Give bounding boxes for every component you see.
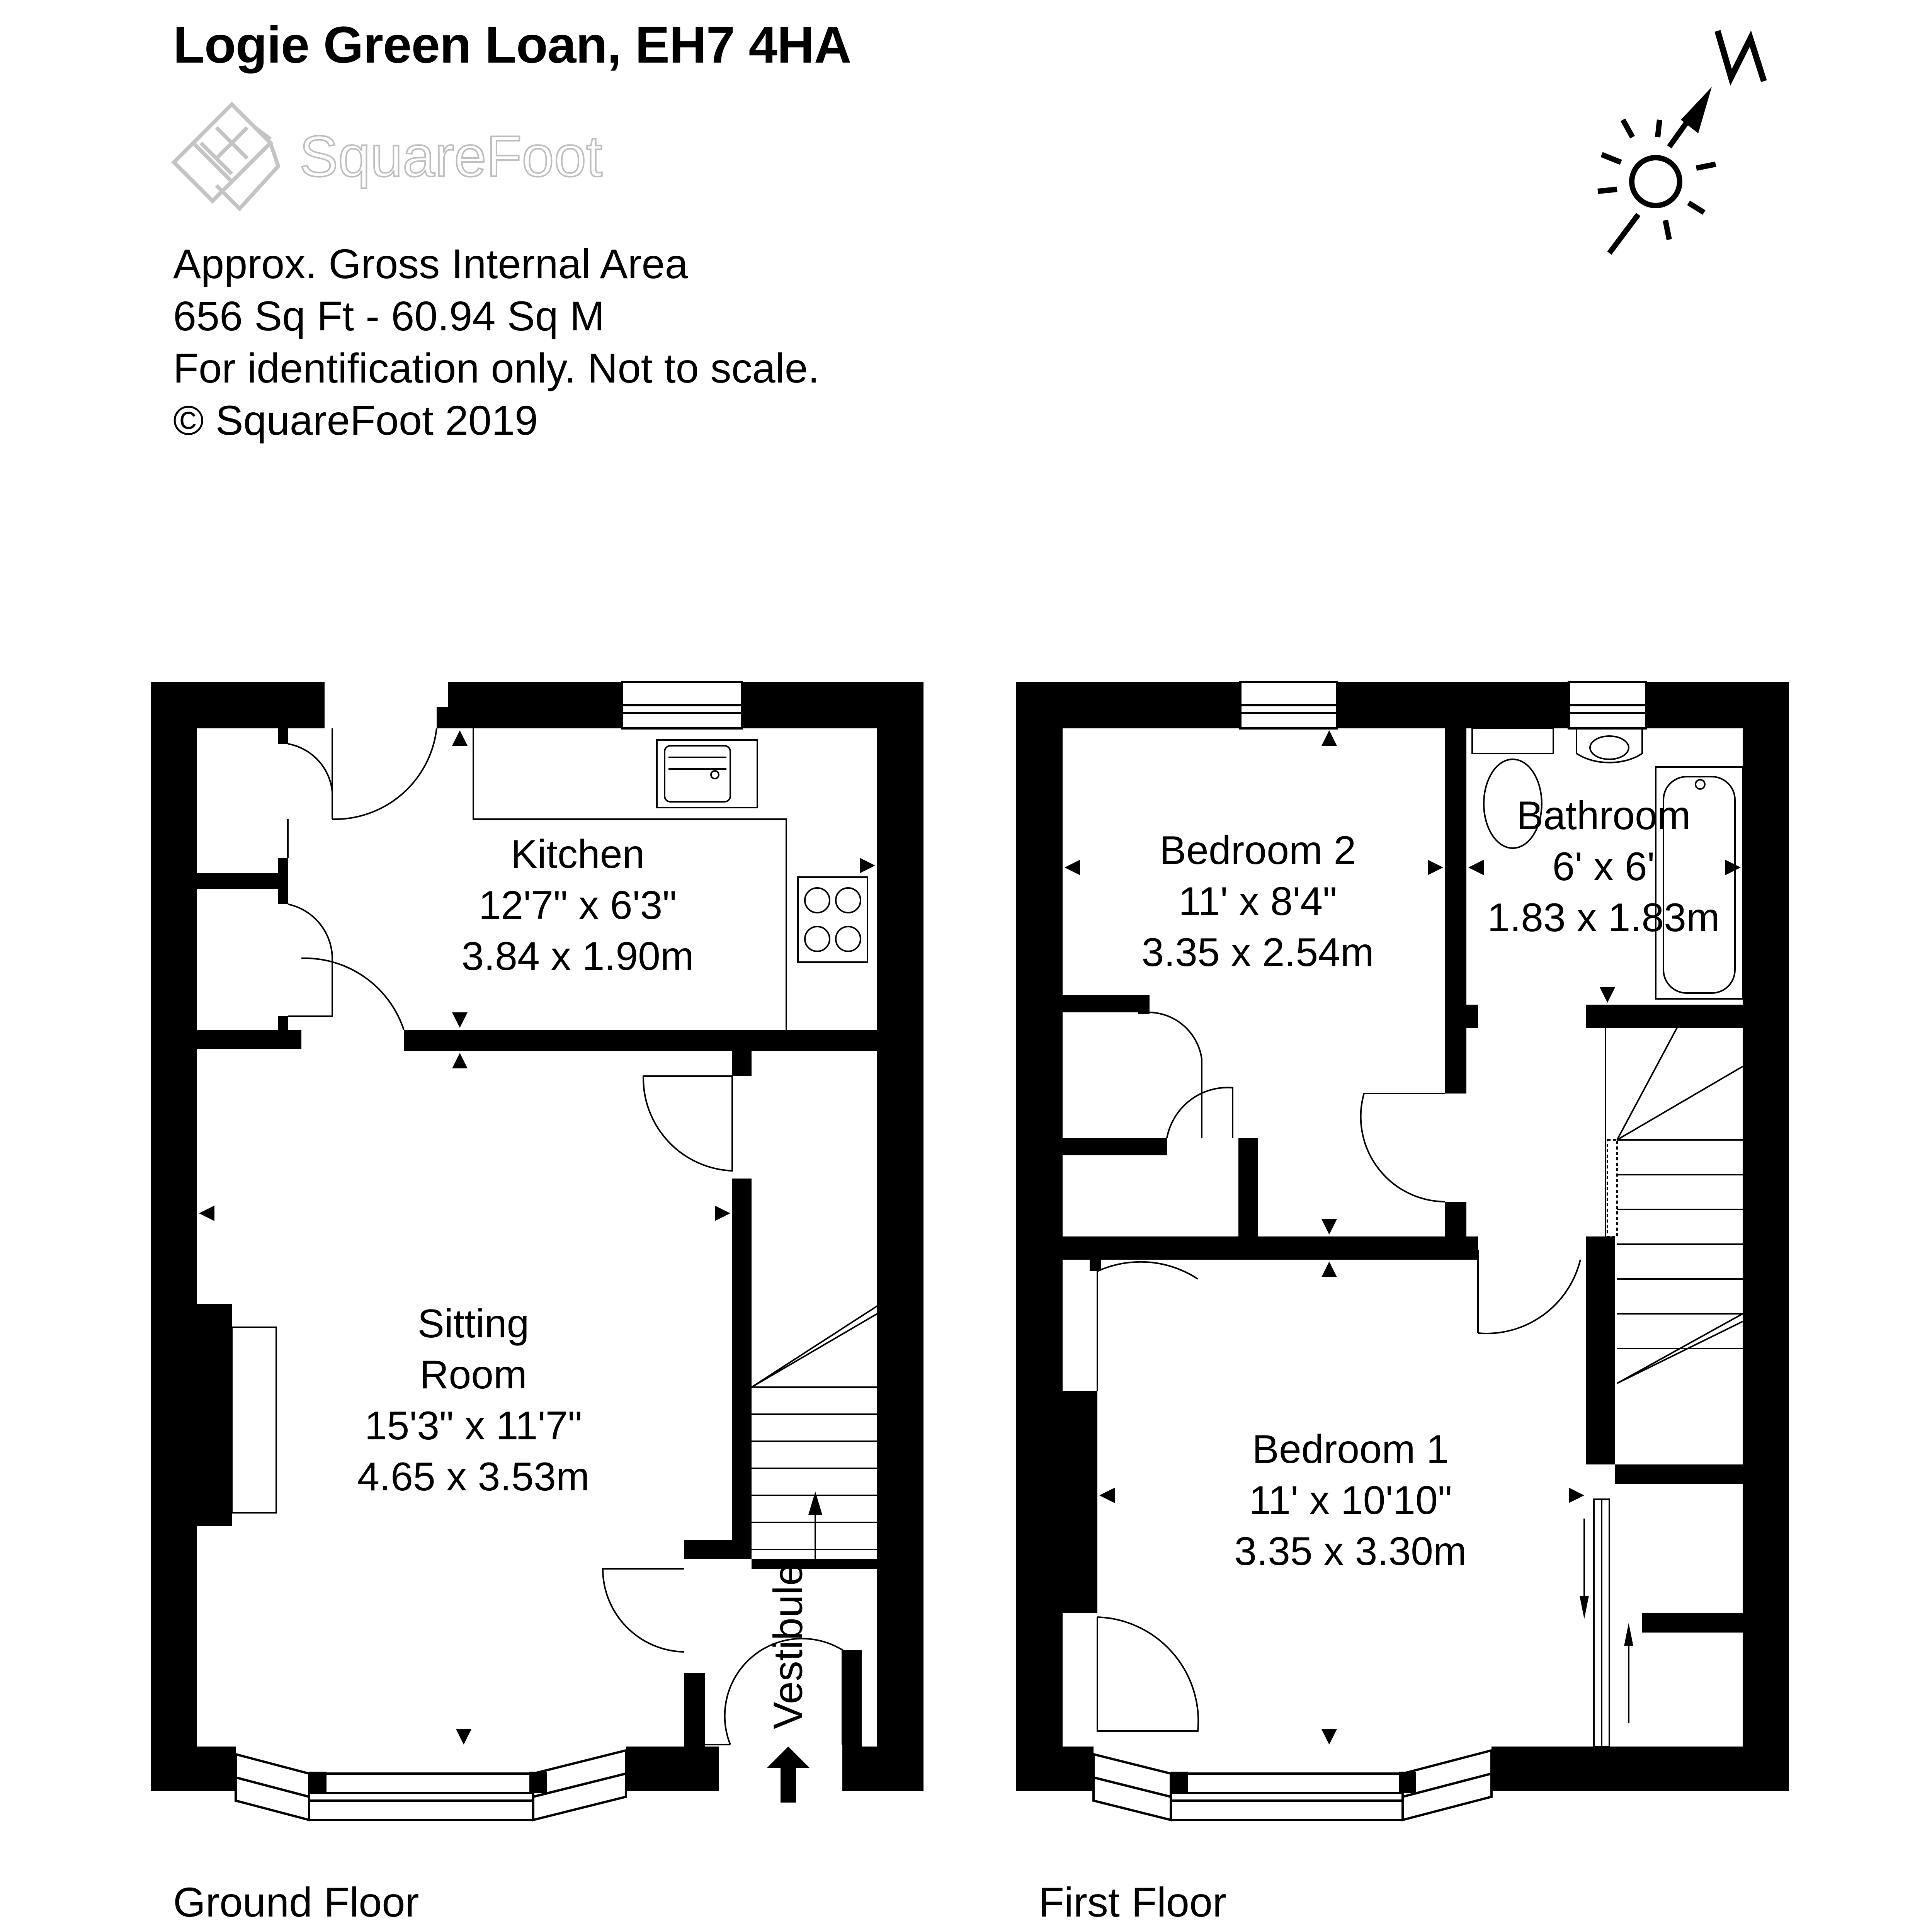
basin-icon [1576,728,1643,764]
north-compass-icon [1597,30,1767,255]
room-dimensions-metric: 1.83 x 1.83m [1487,895,1720,940]
wardrobe-sliding-doors [1580,1498,1633,1747]
room-dimensions-metric: 3.35 x 2.54m [1141,930,1374,975]
room-dimensions-metric: 3.84 x 1.90m [461,934,694,979]
room-name: Bedroom 2 [1159,828,1356,873]
entrance-arrow-icon [767,1747,810,1803]
room-name: Bathroom [1516,793,1691,838]
first-dimension-arrows [1065,730,1741,1745]
first-floor-windows [1092,681,1647,1821]
room-vestibule: Vestibule [765,1563,811,1730]
copyright-text: © SquareFoot 2019 [173,397,538,444]
kitchen-fittings [473,728,868,1030]
room-name: Kitchen [510,832,645,877]
first-floor-stairs [1605,1027,1743,1384]
room-dimensions-metric: 4.65 x 3.53m [357,1454,590,1499]
bath-icon [1655,766,1743,1000]
ground-doors [287,728,843,1745]
room-dimensions-imperial: 11' x 10'10" [1249,1478,1452,1523]
room-bathroom: Bathroom 6' x 6' 1.83 x 1.83m [1487,790,1719,943]
ground-dimension-arrows [199,730,875,1745]
first-floor-label: First Floor [1039,1879,1226,1925]
first-floor-doors [1097,1012,1581,1732]
hob-icon [797,876,868,963]
squarefoot-logo-icon [171,101,281,212]
kitchen-window [621,681,743,730]
page-title: Logie Green Loan, EH7 4HA [173,16,852,74]
room-sitting-room: Sitting Room 15'3" x 11'7" 4.65 x 3.53m [357,1298,589,1502]
room-dimensions-imperial: 11' x 8'4" [1178,879,1337,924]
bathroom-fittings [1471,728,1743,1000]
room-name: Sitting [417,1301,529,1346]
ground-floor-label: Ground Floor [173,1879,419,1925]
ground-floor-plan [151,681,923,1821]
disclaimer-text: For identification only. Not to scale. [173,345,820,391]
room-dimensions-imperial: 15'3" x 11'7" [364,1403,582,1448]
room-name: Bedroom 1 [1252,1427,1449,1472]
room-kitchen: Kitchen 12'7" x 6'3" 3.84 x 1.90m [461,829,694,982]
fireplace-hearth [231,1327,277,1514]
ground-bay-window [235,1749,627,1821]
squarefoot-logo-text: SquareFoot [299,123,603,189]
room-dimensions-imperial: 12'7" x 6'3" [478,883,677,928]
ground-floor-walls [151,682,923,1791]
room-dimensions-imperial: 6' x 6' [1552,844,1655,889]
gross-area-value: 656 Sq Ft - 60.94 Sq M [173,293,605,339]
first-floor-walls [1016,682,1789,1791]
room-name-line2: Room [420,1352,527,1397]
room-dimensions-metric: 3.35 x 3.30m [1234,1529,1467,1574]
first-floor-plan [1016,681,1789,1821]
room-bedroom-2: Bedroom 2 11' x 8'4" 3.35 x 2.54m [1141,825,1374,978]
toilet-icon [1471,728,1554,849]
gross-area-heading: Approx. Gross Internal Area [173,240,688,287]
room-bedroom-1: Bedroom 1 11' x 10'10" 3.35 x 3.30m [1234,1424,1466,1577]
ground-stairs [751,1305,878,1561]
